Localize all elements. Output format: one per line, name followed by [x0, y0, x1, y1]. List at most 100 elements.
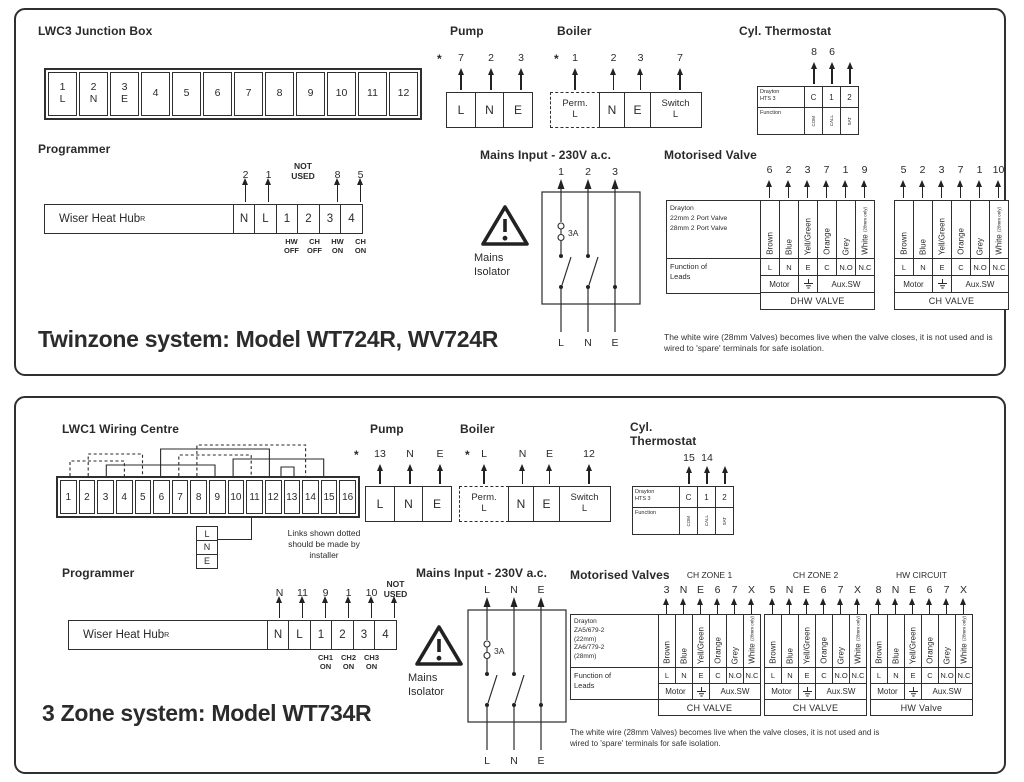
cyl-col: C [680, 487, 697, 507]
wiring-centre-strip: 1 2 3 4 5 6 7 8 9 10 11 12 13 14 15 16 [56, 476, 360, 518]
up-arrow-icon [696, 598, 705, 614]
lead-function: N.C [850, 668, 866, 683]
wire-label: Grey [836, 646, 846, 664]
pin-number: 5 [357, 169, 364, 182]
up-arrow-icon [685, 466, 694, 484]
hw-valve-pins: 8 N E 6 7 X [870, 584, 972, 596]
wiring-terminal: 2 [78, 480, 96, 514]
up-arrow-icon [994, 180, 1003, 198]
lead-function: N [780, 259, 798, 275]
pin-number: 3 [663, 584, 670, 596]
junction-terminal: 7 [234, 72, 263, 116]
lead-function: N.O [971, 259, 989, 275]
cyl-brand-label: Drayton HTS 3 [758, 87, 804, 107]
up-arrow-icon [679, 598, 688, 614]
up-arrow-icon [860, 180, 869, 198]
pin-number: E [436, 448, 444, 460]
up-arrow-icon [784, 180, 793, 198]
pin-number: 7 [823, 164, 830, 176]
ch-valve-arrows [894, 180, 1008, 198]
up-arrow-icon [768, 598, 777, 614]
wiring-terminal: 9 [209, 480, 226, 514]
output-label: CH ON [354, 237, 367, 255]
pin-number: X [853, 584, 861, 596]
programmer-title: Programmer [62, 566, 135, 580]
mains-isolator-label: Mains Isolator [408, 672, 445, 698]
installer-links-diagram [69, 444, 325, 476]
cyl-col: 1 [823, 87, 840, 107]
wire-label: Yell/Green [937, 217, 947, 255]
up-arrow-icon [937, 180, 946, 198]
up-arrow-icon [367, 596, 376, 618]
pin-number: X [959, 584, 967, 596]
wire-label: Brown [899, 232, 909, 255]
junction-terminal: 12 [389, 72, 418, 116]
programmer-terminal: 1 [275, 204, 299, 234]
cyl-function-label: Function [758, 108, 804, 134]
up-arrow-icon [802, 598, 811, 614]
hw-valve-arrows [870, 598, 972, 614]
pin-number: 5 [769, 584, 776, 596]
pin-number: 15 [683, 452, 695, 464]
programmer-terminal: L [254, 204, 277, 234]
valve-function-label: Function of Leads [571, 668, 660, 699]
pump-terminals: L N E [365, 486, 452, 522]
wiring-terminal: 12 [264, 480, 282, 514]
pump-terminal: N [393, 486, 424, 522]
lead-function: C [922, 668, 938, 683]
svg-text:3A: 3A [568, 228, 579, 238]
wiring-terminal: 5 [134, 480, 152, 514]
up-arrow-icon [585, 464, 594, 484]
zone2-valve-table: Brown Blue Yell/Green Orange Grey White … [764, 614, 867, 716]
cyl-arrows [680, 466, 734, 484]
pump-arrows [446, 68, 536, 90]
programmer-title: Programmer [38, 142, 111, 156]
lead-function: C [818, 259, 836, 275]
svg-text:N: N [510, 755, 518, 767]
up-arrow-icon [836, 598, 845, 614]
pin-number: 3 [518, 52, 524, 64]
output-label: CH1 ON [317, 653, 333, 671]
cyl-pin-numbers: 8 6 [805, 46, 859, 58]
lead-function: E [933, 259, 951, 275]
pin-number: 10 [365, 587, 378, 600]
up-arrow-icon [846, 62, 855, 84]
wiring-terminal: 16 [339, 480, 356, 514]
up-arrow-icon [344, 596, 353, 618]
wire-label: White (28mm only) [747, 616, 757, 664]
valve-name: CH VALVE [659, 700, 760, 715]
up-arrow-icon [609, 68, 618, 90]
cyl-thermostat-table: Drayton HTS 3 C 1 2 Function COM CALL SA… [757, 86, 859, 135]
wire-label: Grey [942, 646, 952, 664]
motorised-valves-title: Motorised Valves [570, 568, 670, 582]
up-arrow-icon [721, 466, 730, 484]
programmer-terminal: N [232, 204, 256, 234]
white-wire-note: The white wire (28mm Valves) becomes liv… [664, 332, 993, 354]
pin-number: 3 [804, 164, 811, 176]
aux-switch-label: Aux.SW [816, 684, 866, 699]
pin-number: 5 [900, 164, 907, 176]
boiler-perm-live-terminal: Perm. L [550, 92, 600, 128]
pin-number: 2 [785, 164, 792, 176]
pin-number: 8 [811, 46, 817, 58]
cyl-arrows [805, 62, 859, 84]
mains-title: Mains Input - 230V a.c. [416, 566, 548, 580]
wiring-centre-title: LWC1 Wiring Centre [62, 422, 180, 436]
lead-function: N [782, 668, 798, 683]
programmer-terminal: 3 [318, 204, 342, 234]
lead-function: N [888, 668, 904, 683]
mains-isolator-diagram: L N E 3A L N E [467, 584, 567, 767]
up-arrow-icon [891, 598, 900, 614]
svg-text:3A: 3A [494, 646, 505, 656]
valve-device-label: Drayton ZA5/679-2 (22mm) ZA6/779-2 (28mm… [571, 615, 660, 667]
wiring-terminal: 8 [190, 480, 207, 514]
junction-terminal: 10 [327, 72, 356, 116]
boiler-terminal: N [598, 92, 626, 128]
lead-function: N.C [990, 259, 1008, 275]
programmer-terminal: 4 [340, 204, 363, 234]
cyl-function: CALL [704, 515, 709, 527]
dhw-valve-arrows [760, 180, 874, 198]
